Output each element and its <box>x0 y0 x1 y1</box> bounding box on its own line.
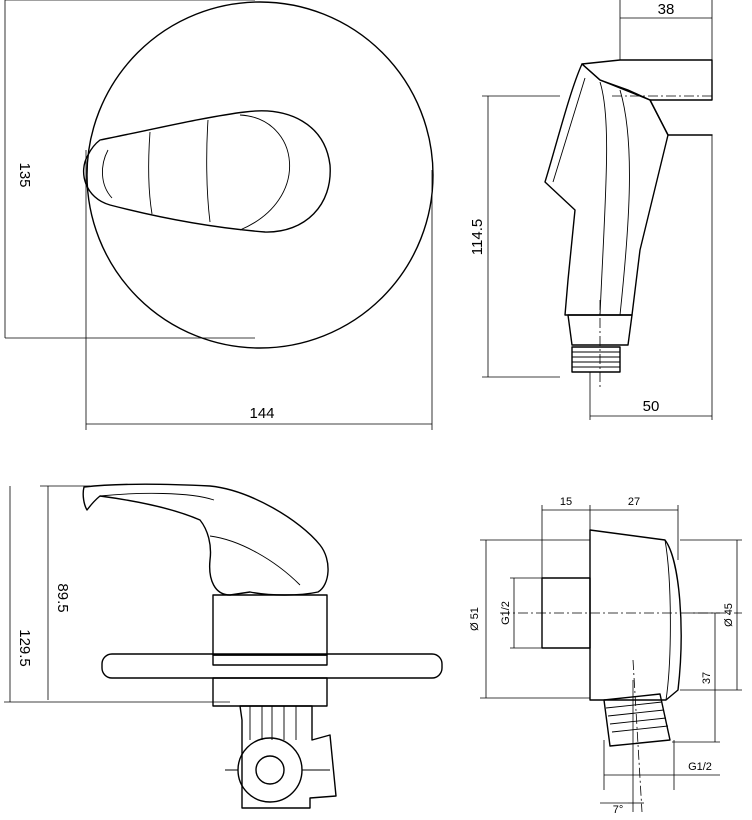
outlet-diameter-body: Ø 45 <box>723 603 735 627</box>
outlet-depth-b: 27 <box>628 496 640 508</box>
outlet-angle: 7° <box>613 804 624 816</box>
side-total-dim: 129.5 <box>16 629 33 667</box>
outlet-thread <box>603 693 671 747</box>
outlet-thread-top: G1/2 <box>500 601 512 625</box>
front-height-dim: 135 <box>16 162 33 187</box>
front-cover-plate <box>86 1 434 349</box>
front-view: 135 144 <box>4 0 434 430</box>
side-view: 89.5 129.5 <box>4 483 443 809</box>
front-lever-handle <box>83 110 331 233</box>
side-cover-plate <box>101 653 443 679</box>
hand-shower-height-dim: 114.5 <box>469 219 486 255</box>
hand-shower-body <box>544 63 669 316</box>
wall-outlet-view: 15 27 Ø 51 G1/2 Ø 45 37 G1/2 7° <box>469 496 742 816</box>
outlet-offset-dim: 37 <box>701 672 713 684</box>
hand-shower-view: 38 114.5 50 <box>469 0 713 420</box>
hand-shower-bottom-dim: 50 <box>643 398 660 415</box>
side-stem <box>212 594 328 656</box>
side-upper-dim: 89.5 <box>54 583 71 612</box>
hand-shower-nozzle <box>567 314 633 346</box>
side-valve-body <box>239 705 337 809</box>
outlet-depth-a: 15 <box>560 496 572 508</box>
outlet-thread-bottom: G1/2 <box>688 761 712 773</box>
side-lever <box>82 483 329 596</box>
hand-shower-top-dim: 38 <box>658 1 675 18</box>
front-width-dim: 144 <box>249 405 274 422</box>
outlet-diameter-outer: Ø 51 <box>469 607 481 631</box>
hand-shower-thread <box>571 346 621 373</box>
side-outlet-ring <box>237 737 303 803</box>
